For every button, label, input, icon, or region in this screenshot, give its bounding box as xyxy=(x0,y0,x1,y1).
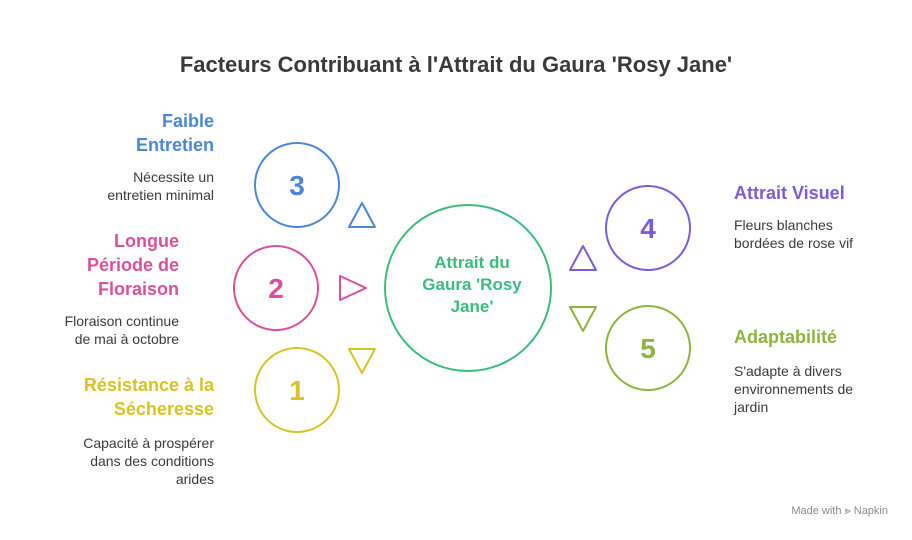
center-label: Attrait du Gaura 'Rosy Jane' xyxy=(422,253,522,316)
factor-number-5: 5 xyxy=(640,333,656,364)
factor-circle-3 xyxy=(254,142,340,228)
center-circle xyxy=(384,204,552,372)
arrow-2 xyxy=(339,275,367,301)
factor-circle-1 xyxy=(254,347,340,433)
factor-description-4: Fleurs blanches bordées de rose vif xyxy=(734,217,854,251)
factor-number-4: 4 xyxy=(640,213,656,244)
arrow-1 xyxy=(348,348,376,374)
factor-description-3: Nécessite un entretien minimal xyxy=(107,169,214,203)
factor-heading-4: Attrait Visuel xyxy=(734,183,845,203)
napkin-logo-icon: ⪢ xyxy=(844,505,851,517)
made-with-napkin-credit: Made with ⪢Napkin xyxy=(791,505,888,518)
factor-number-2: 2 xyxy=(268,273,284,304)
factor-circle-5 xyxy=(605,305,691,391)
footer-prefix: Made with xyxy=(791,505,842,517)
factor-number-1: 1 xyxy=(289,375,305,406)
diagram-title: Facteurs Contribuant à l'Attrait du Gaur… xyxy=(179,52,733,77)
factor-description-2: Floraison continue de mai à octobre xyxy=(64,313,179,347)
factor-circle-2 xyxy=(233,245,319,331)
factor-description-5: S'adapte à divers environnements de jard… xyxy=(734,363,854,415)
factor-heading-2: Longue Période de Floraison xyxy=(86,231,179,299)
factor-circle-4 xyxy=(605,185,691,271)
arrow-4 xyxy=(569,245,597,271)
factor-description-1: Capacité à prospérer dans des conditions… xyxy=(83,435,214,487)
arrow-3 xyxy=(348,202,376,228)
factor-number-3: 3 xyxy=(289,170,305,201)
factor-heading-5: Adaptabilité xyxy=(734,327,838,347)
factor-heading-1: Résistance à la Sécheresse xyxy=(83,375,214,419)
factor-heading-3: Faible Entretien xyxy=(135,111,214,155)
arrow-5 xyxy=(569,306,597,332)
footer-brand: Napkin xyxy=(853,505,888,517)
